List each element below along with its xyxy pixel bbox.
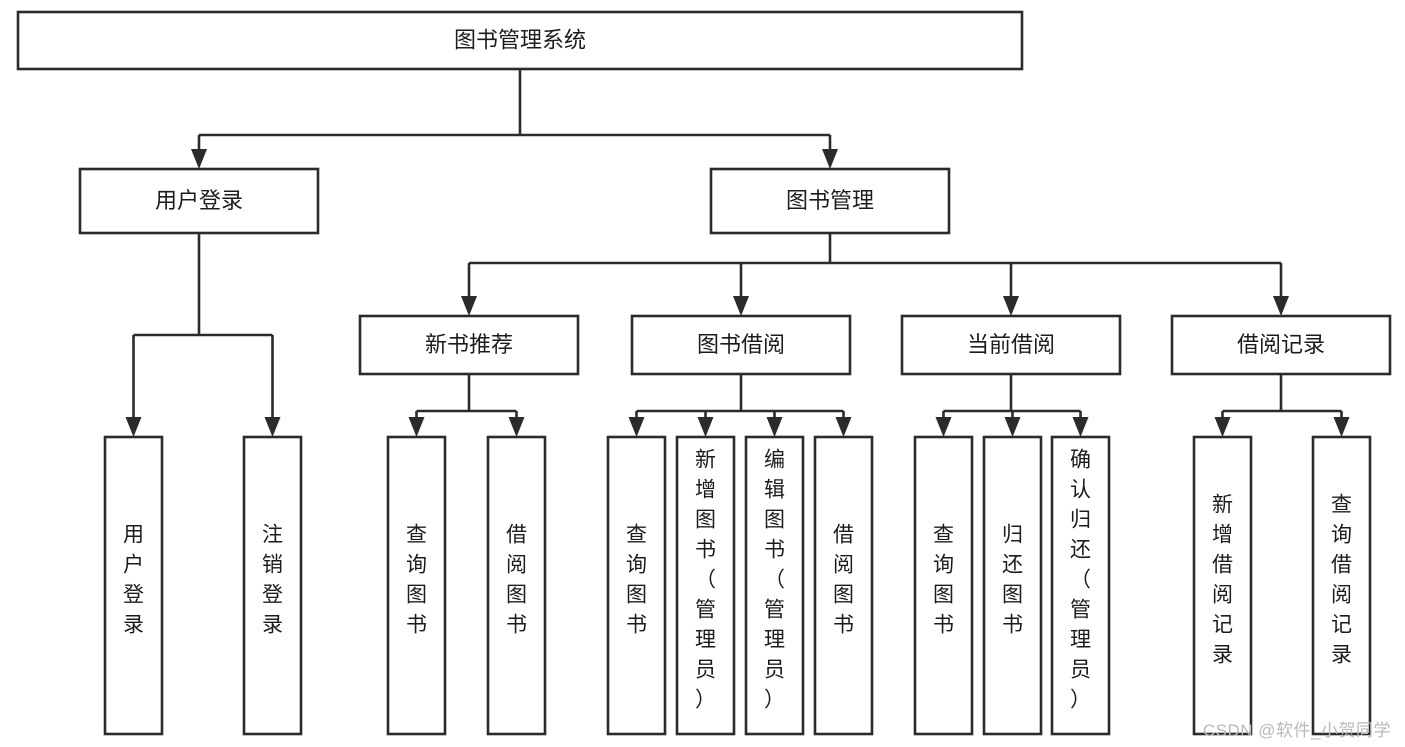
- node-leaf-confirm-return[interactable]: 确认归还（管理员）: [1050, 435, 1111, 736]
- node-leaf-logout[interactable]: 注销登录: [242, 435, 303, 736]
- node-box: [242, 435, 303, 736]
- node-box: [900, 314, 1122, 376]
- arrow-head: [191, 149, 207, 169]
- arrow-head: [1003, 296, 1019, 316]
- arrow-head: [697, 417, 714, 437]
- node-leaf-add-book[interactable]: 新增图书（管理员）: [675, 435, 736, 736]
- node-leaf-query-book-3[interactable]: 查询图书: [913, 435, 974, 736]
- node-box: [386, 435, 447, 736]
- node-label: 借阅记录: [1237, 332, 1325, 357]
- node-label: 确认归还（管理员）: [1070, 449, 1091, 712]
- arrow-head: [822, 149, 838, 169]
- arrow-head: [766, 417, 783, 437]
- node-box: [358, 314, 580, 376]
- node-leaf-return-book[interactable]: 归还图书: [982, 435, 1043, 736]
- arrow-head: [508, 417, 525, 437]
- node-label: 查询借阅记录: [1331, 494, 1352, 667]
- node-leaf-add-record[interactable]: 新增借阅记录: [1192, 435, 1253, 736]
- node-box: [606, 435, 667, 736]
- arrow-head: [461, 296, 477, 316]
- node-box: [630, 314, 852, 376]
- node-box: [103, 435, 164, 736]
- node-box: [16, 10, 1024, 71]
- node-box: [709, 167, 951, 235]
- arrow-head: [1004, 417, 1021, 437]
- node-label: 新书推荐: [425, 332, 513, 357]
- arrow-head: [408, 417, 425, 437]
- node-root[interactable]: 图书管理系统: [16, 10, 1024, 71]
- node-borrow-record[interactable]: 借阅记录: [1170, 314, 1392, 376]
- node-label: 新增图书（管理员）: [695, 449, 716, 712]
- node-leaf-borrow-book-2[interactable]: 借阅图书: [813, 435, 874, 736]
- node-label: 图书管理: [786, 188, 874, 213]
- edges-layer: [125, 69, 1350, 437]
- arrow-head: [1333, 417, 1350, 437]
- node-label: 图书借阅: [697, 332, 785, 357]
- node-label: 用户登录: [155, 188, 243, 213]
- node-box: [486, 435, 547, 736]
- node-leaf-query-book-1[interactable]: 查询图书: [386, 435, 447, 736]
- node-label: 编辑图书（管理员）: [764, 449, 785, 712]
- node-leaf-query-book-2[interactable]: 查询图书: [606, 435, 667, 736]
- node-leaf-query-record[interactable]: 查询借阅记录: [1311, 435, 1372, 736]
- arrow-head: [935, 417, 952, 437]
- arrow-head: [733, 296, 749, 316]
- node-leaf-user-login[interactable]: 用户登录: [103, 435, 164, 736]
- node-label: 归还图书: [1002, 524, 1023, 637]
- node-box: [78, 167, 320, 235]
- node-label: 查询图书: [406, 524, 427, 637]
- node-label: 图书管理系统: [454, 27, 586, 52]
- arrow-head: [835, 417, 852, 437]
- node-current-borrow[interactable]: 当前借阅: [900, 314, 1122, 376]
- arrow-head: [125, 417, 142, 437]
- node-box: [1311, 435, 1372, 736]
- csdn-watermark: CSDN @软件_小贺同学: [1202, 721, 1391, 740]
- node-box: [982, 435, 1043, 736]
- node-label: 查询图书: [626, 524, 647, 637]
- node-box: [675, 435, 736, 736]
- node-label: 当前借阅: [967, 332, 1055, 357]
- arrow-head: [264, 417, 281, 437]
- node-leaf-edit-book[interactable]: 编辑图书（管理员）: [744, 435, 805, 736]
- node-label: 查询图书: [933, 524, 954, 637]
- arrow-head: [628, 417, 645, 437]
- arrow-head: [1273, 296, 1289, 316]
- node-leaf-borrow-book-1[interactable]: 借阅图书: [486, 435, 547, 736]
- node-box: [913, 435, 974, 736]
- node-book-manage[interactable]: 图书管理: [709, 167, 951, 235]
- nodes-layer: 图书管理系统用户登录图书管理新书推荐图书借阅当前借阅借阅记录用户登录注销登录查询…: [16, 10, 1392, 736]
- node-label: 注销登录: [262, 524, 283, 637]
- node-box: [1170, 314, 1392, 376]
- node-user-login[interactable]: 用户登录: [78, 167, 320, 235]
- node-label: 借阅图书: [833, 524, 854, 637]
- node-label: 新增借阅记录: [1212, 494, 1233, 667]
- node-label: 用户登录: [123, 524, 144, 637]
- node-new-book-recommend[interactable]: 新书推荐: [358, 314, 580, 376]
- arrow-head: [1214, 417, 1231, 437]
- node-label: 借阅图书: [506, 524, 527, 637]
- node-box: [744, 435, 805, 736]
- arrow-head: [1072, 417, 1089, 437]
- node-box: [813, 435, 874, 736]
- node-box: [1050, 435, 1111, 736]
- node-box: [1192, 435, 1253, 736]
- node-book-borrow[interactable]: 图书借阅: [630, 314, 852, 376]
